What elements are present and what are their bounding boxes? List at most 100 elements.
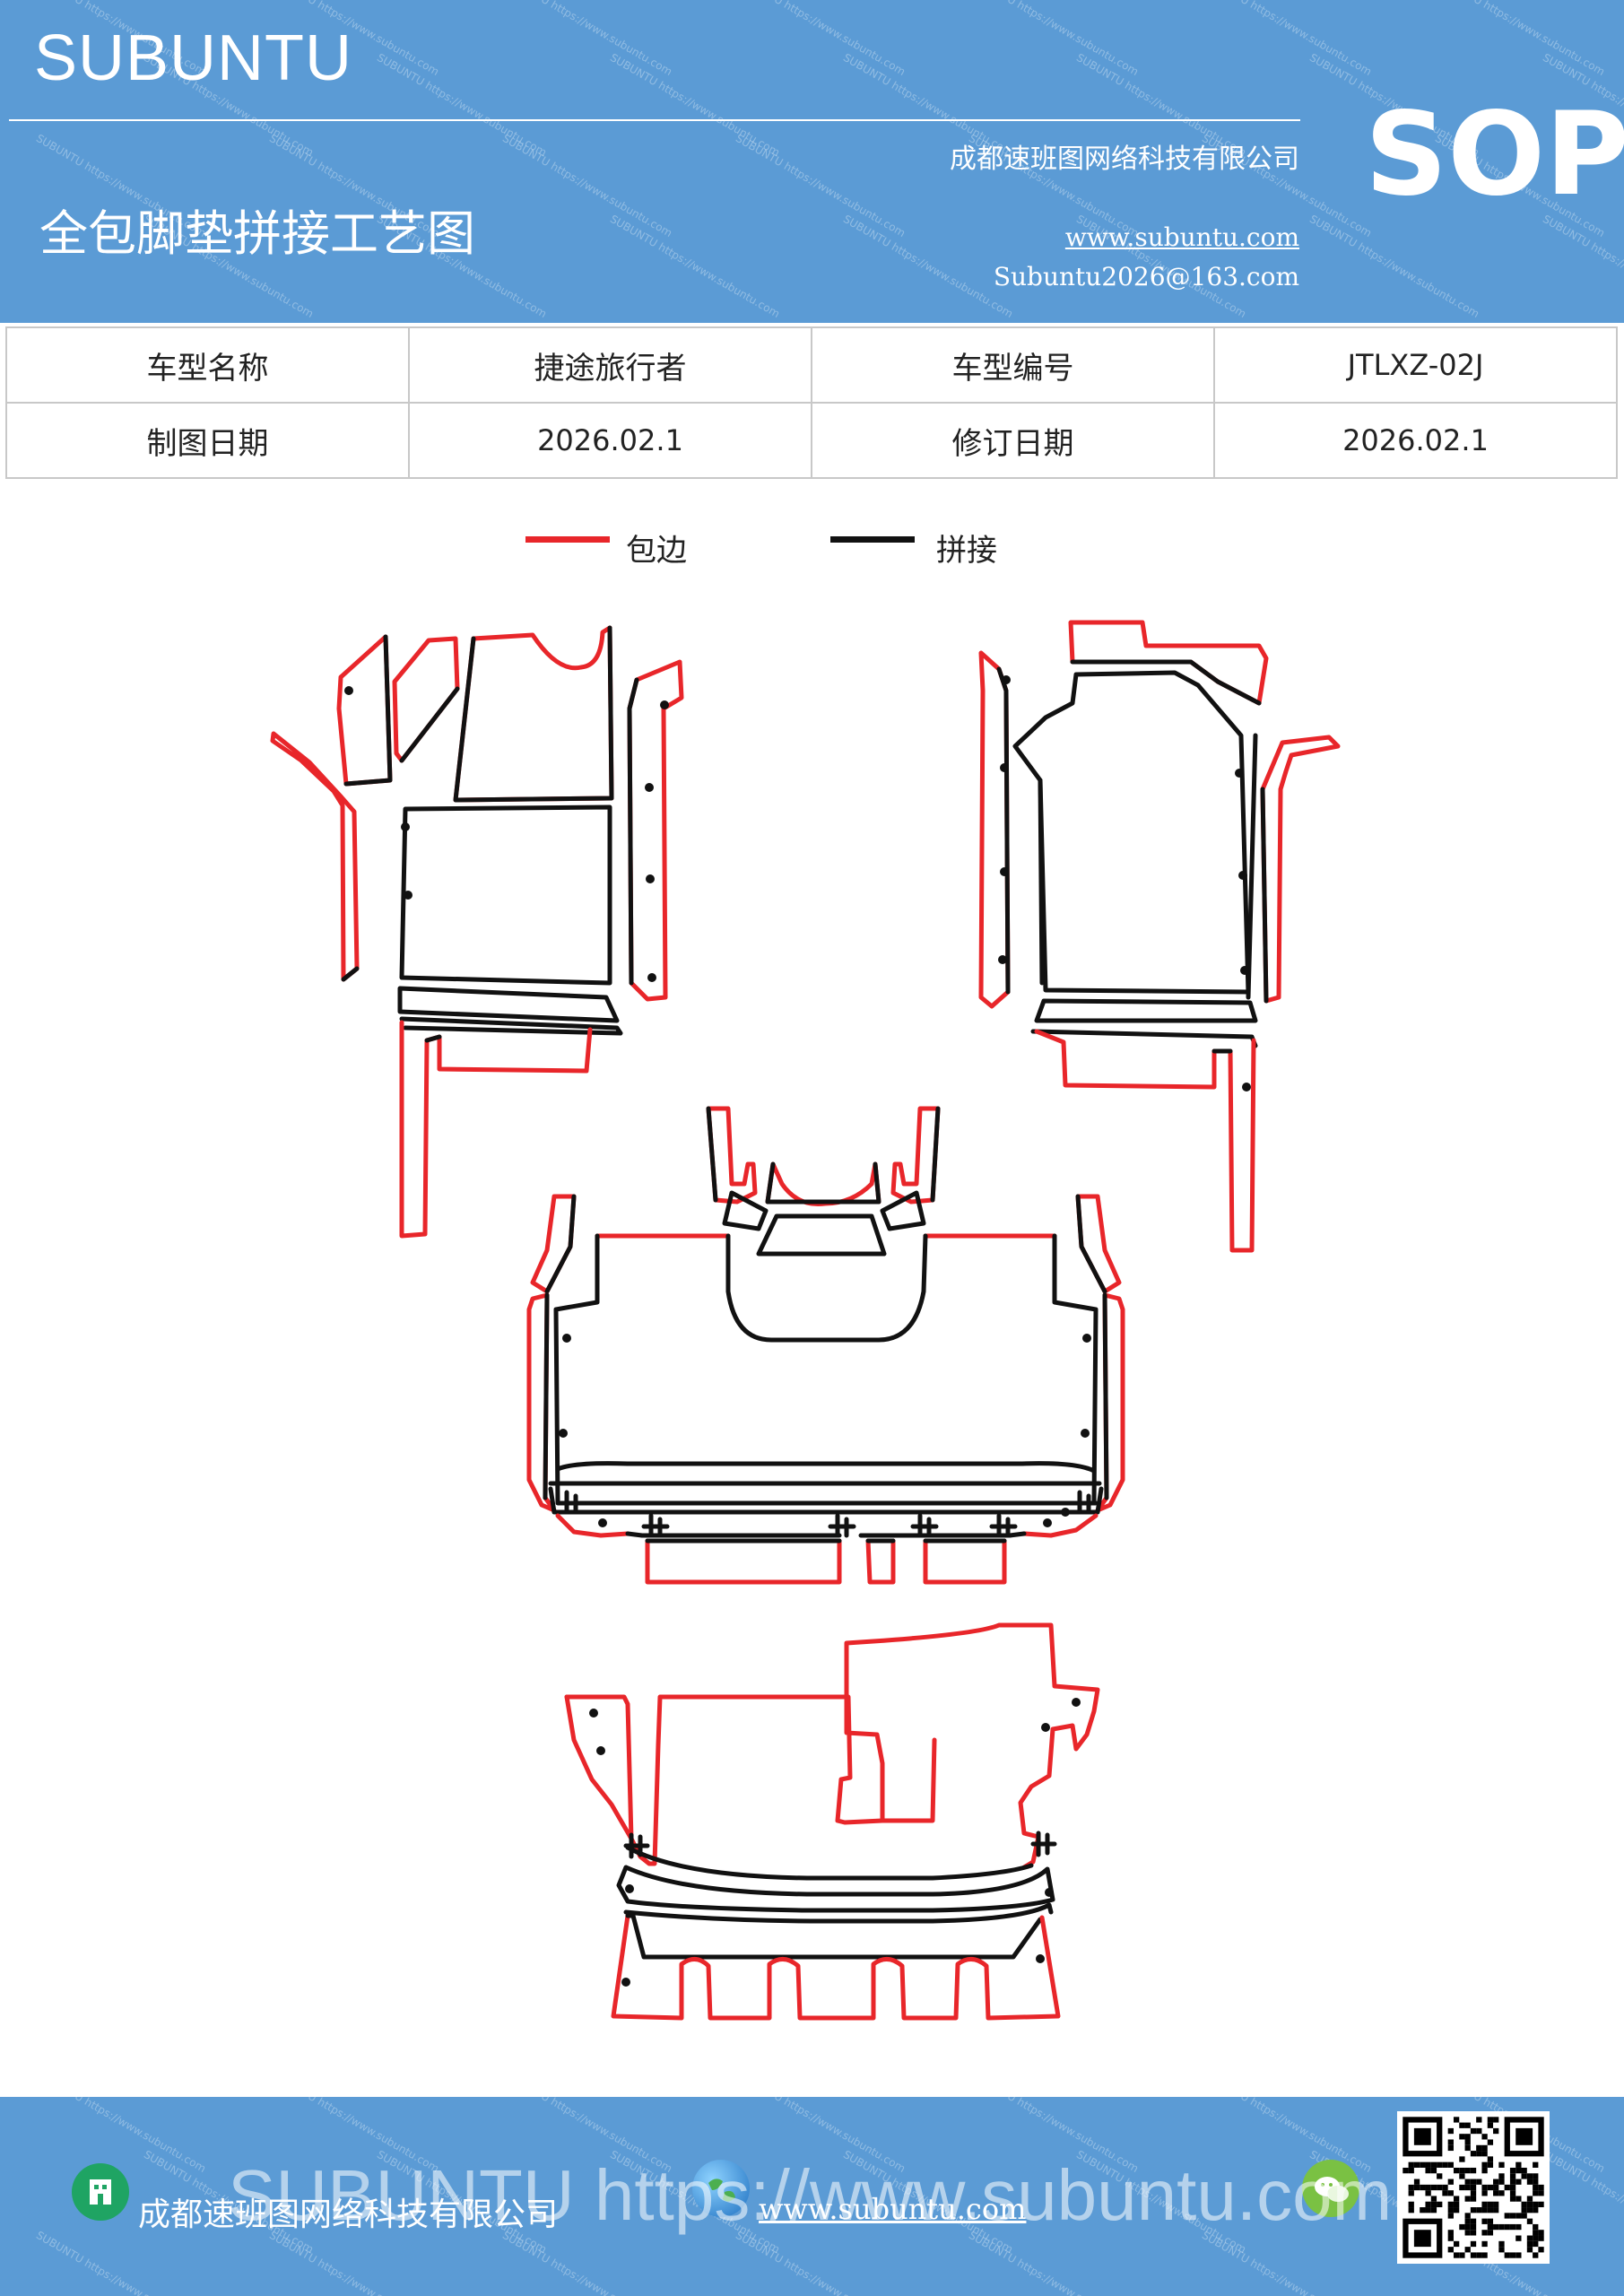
website-link[interactable]: www.subuntu.com (1064, 222, 1299, 252)
mat-piece (564, 1694, 937, 1841)
mat-piece (399, 1020, 593, 1239)
mat-piece (978, 650, 1011, 1009)
floor-mat-diagram: .r { fill: none; stroke: #e8262a; stroke… (270, 620, 1341, 2021)
mat-piece (828, 1513, 856, 1538)
mat-piece (1034, 1029, 1256, 1253)
footer-website-link[interactable]: www.subuntu.com (759, 2192, 1027, 2226)
table-row: 车型名称 捷途旅行者 车型编号 JTLXZ-02J (5, 326, 1618, 404)
footer-banner: SUBUNTU https://www.subuntu.com SUBUNTU h… (0, 2097, 1624, 2296)
trunk-mat-group (564, 1622, 1100, 2021)
mat-piece (625, 1845, 1034, 1881)
brand-logo-text: SUBUNTU (34, 22, 353, 94)
watermark-text: SUBUNTU https://www.subuntu.com (607, 50, 782, 160)
edge-legend-label: 包边 (626, 533, 687, 569)
mat-piece (765, 1161, 881, 1207)
mat-piece (630, 1913, 1043, 1960)
mat-piece (623, 1832, 650, 1859)
watermark-text: SUBUNTU https://www.subuntu.com (966, 2228, 1141, 2296)
qr-code[interactable] (1397, 2111, 1550, 2264)
mat-piece (555, 1461, 1097, 1474)
mat-piece (645, 1538, 842, 1585)
draw-date-value: 2026.02.1 (408, 402, 812, 479)
watermark-text: SUBUNTU https://www.subuntu.com (499, 0, 674, 79)
mat-piece (765, 1161, 881, 1205)
mat-piece (555, 1513, 1099, 1538)
mat-piece (1260, 735, 1341, 1004)
mat-piece (1070, 659, 1262, 706)
revision-date-value: 2026.02.1 (1213, 402, 1618, 479)
model-code-value: JTLXZ-02J (1213, 326, 1618, 404)
mat-piece (996, 666, 1011, 995)
mat-piece (722, 1190, 926, 1231)
mat-piece (641, 1513, 670, 1538)
mat-piece (553, 1233, 1099, 1506)
watermark-text: SUBUNTU https://www.subuntu.com (733, 131, 908, 240)
watermark-text: SUBUNTU https://www.subuntu.com (607, 212, 782, 321)
passenger-mat-group (978, 620, 1341, 1253)
draw-date-label: 制图日期 (5, 402, 410, 479)
mat-piece (341, 966, 360, 982)
watermark-text: SUBUNTU https://www.subuntu.com (374, 50, 549, 160)
header-divider (9, 119, 1300, 121)
mat-piece (424, 1034, 442, 1043)
mat-piece (1038, 778, 1045, 986)
globe-icon (692, 2160, 750, 2217)
wechat-icon (1302, 2160, 1359, 2217)
mat-piece (706, 1106, 758, 1205)
model-name-value: 捷途旅行者 (408, 326, 812, 404)
mat-piece (756, 1213, 887, 1257)
mat-piece (930, 1106, 941, 1203)
model-code-label: 车型编号 (811, 326, 1215, 404)
mat-piece (399, 1016, 623, 1036)
mat-piece (1030, 1831, 1057, 1857)
splice-legend-swatch (830, 536, 915, 543)
mat-piece (1102, 1292, 1109, 1500)
watermark-text: SUBUNTU https://www.subuntu.com (733, 2228, 908, 2296)
mat-piece (1246, 733, 1258, 1000)
vehicle-info-table: 车型名称 捷途旅行者 车型编号 JTLXZ-02J 制图日期 2026.02.1… (5, 326, 1618, 479)
mat-piece (890, 1106, 941, 1205)
watermark-text: SUBUNTU https://www.subuntu.com (733, 0, 908, 79)
company-name: 成都速班图网络科技有限公司 (950, 144, 1299, 175)
edge-legend-swatch (525, 536, 610, 543)
mat-piece (1095, 1292, 1125, 1513)
mat-piece (453, 625, 614, 803)
footer-company-name: 成都速班图网络科技有限公司 (138, 2196, 559, 2233)
watermark-text: SUBUNTU https://www.subuntu.com (266, 2228, 441, 2296)
mat-piece (865, 1538, 896, 1585)
watermark-text: SUBUNTU https://www.subuntu.com (966, 0, 1141, 79)
watermark-text: SUBUNTU https://www.subuntu.com (1199, 2228, 1374, 2296)
driver-mat-group (270, 625, 684, 1239)
mat-piece (910, 1513, 939, 1538)
email-address: Subuntu2026@163.com (993, 262, 1299, 291)
mat-piece (544, 1194, 577, 1294)
watermark-text: SUBUNTU https://www.subuntu.com (499, 131, 674, 240)
mat-piece (336, 634, 393, 787)
sop-badge: SOP (1365, 88, 1624, 222)
mat-piece (1075, 1194, 1107, 1294)
splice-legend-label: 拼接 (936, 533, 997, 569)
mat-piece (923, 1538, 1007, 1585)
mat-piece (616, 1865, 1055, 1913)
revision-date-label: 修订日期 (811, 402, 1215, 479)
mat-piece (397, 986, 620, 1023)
watermark-text: SUBUNTU https://www.subuntu.com (1432, 0, 1607, 79)
mat-piece (1070, 1490, 1099, 1515)
document-title: 全包脚垫拼接工艺图 (39, 205, 475, 262)
mat-piece (627, 659, 684, 1002)
second-row-mat-group (526, 1106, 1125, 1585)
mat-piece (453, 625, 614, 803)
mat-piece (1012, 670, 1251, 995)
mat-piece (1260, 787, 1269, 1004)
mat-piece (627, 677, 639, 986)
mat-piece (625, 1531, 1027, 1538)
mat-piece (399, 804, 612, 986)
watermark-text: SUBUNTU https://www.subuntu.com (1307, 212, 1481, 321)
mat-piece (343, 634, 393, 787)
mat-piece (706, 1106, 718, 1203)
mat-piece (1030, 1029, 1258, 1048)
mat-piece (526, 1292, 557, 1513)
watermark-text: SUBUNTU https://www.subuntu.com (499, 2228, 674, 2296)
mat-piece (1034, 998, 1258, 1023)
mat-piece (564, 1622, 1100, 1870)
